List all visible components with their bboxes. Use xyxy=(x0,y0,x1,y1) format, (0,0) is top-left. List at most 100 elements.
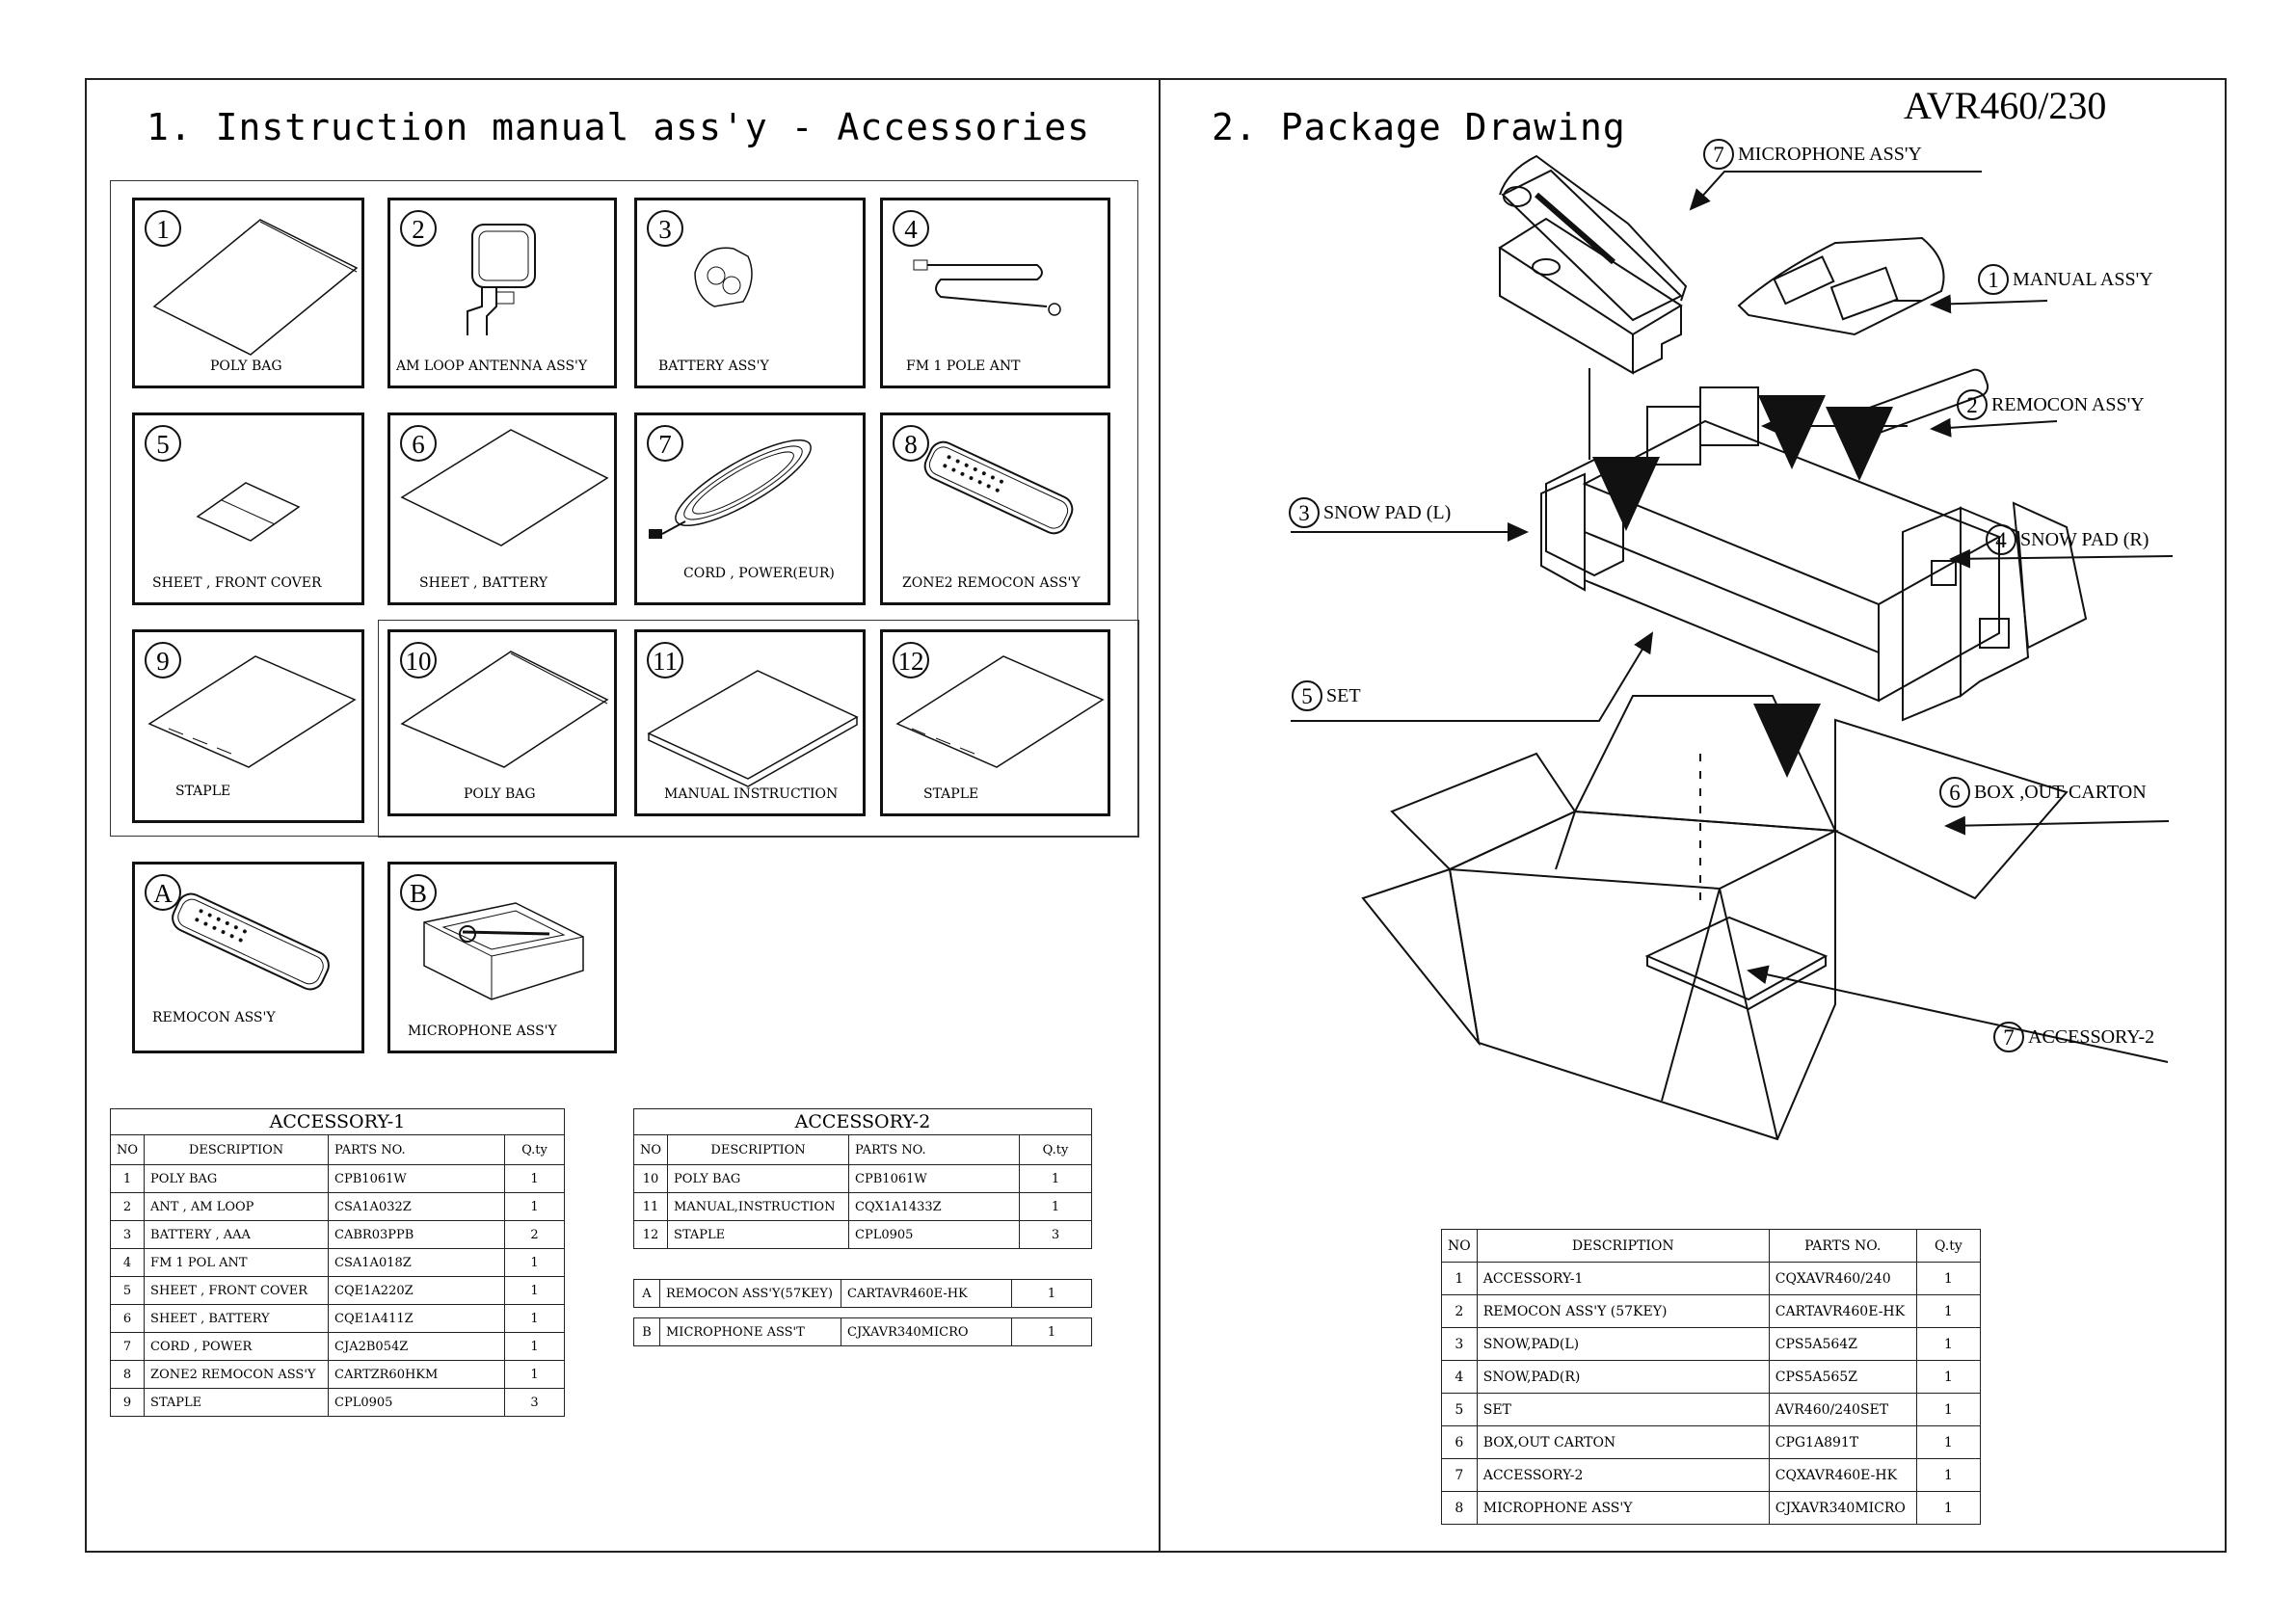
section1-title: 1. Instruction manual ass'y - Accessorie… xyxy=(147,106,1090,148)
col-header: NO xyxy=(1441,1229,1478,1263)
item-number: A xyxy=(145,874,181,911)
table-cell: 1 xyxy=(504,1192,565,1221)
col-header: PARTS NO. xyxy=(328,1134,506,1165)
table-cell: SHEET , BATTERY xyxy=(144,1304,330,1333)
table-cell: B xyxy=(633,1317,660,1346)
callout-number: 7 xyxy=(1993,1022,2024,1052)
section2-title: 2. Package Drawing xyxy=(1212,106,1626,148)
item-label: STAPLE xyxy=(923,786,979,802)
table-cell: CSA1A032Z xyxy=(328,1192,506,1221)
table-cell: CPB1061W xyxy=(328,1164,506,1193)
item-label: AM LOOP ANTENNA ASS'Y xyxy=(396,359,588,374)
package-exploded-drawing xyxy=(1291,154,2174,1141)
item-label: REMOCON ASS'Y xyxy=(152,1010,276,1025)
table-cell: CQX1A1433Z xyxy=(848,1192,1021,1221)
table-cell: CORD , POWER xyxy=(144,1332,330,1361)
item-number: 3 xyxy=(647,210,683,247)
item-number: 8 xyxy=(893,425,929,462)
table-cell: ZONE2 REMOCON ASS'Y xyxy=(144,1360,330,1389)
table-cell: CPS5A564Z xyxy=(1768,1327,1917,1361)
table-cell: 3 xyxy=(109,1220,146,1249)
table-cell: SNOW,PAD(L) xyxy=(1476,1327,1770,1361)
table-title: ACCESSORY-2 xyxy=(633,1108,1092,1135)
table-cell: BATTERY , AAA xyxy=(144,1220,330,1249)
table-cell: 1 xyxy=(1011,1279,1092,1308)
item-label: SHEET , FRONT COVER xyxy=(152,575,322,591)
table-cell: CJXAVR340MICRO xyxy=(1768,1491,1917,1525)
table-cell: 5 xyxy=(1441,1393,1478,1426)
table-cell: CPB1061W xyxy=(848,1164,1021,1193)
table-cell: 5 xyxy=(109,1276,146,1305)
item-label: MICROPHONE ASS'Y xyxy=(408,1024,557,1039)
callout-number: 1 xyxy=(1978,264,2009,295)
table-cell: 1 xyxy=(1441,1262,1478,1295)
col-header: DESCRIPTION xyxy=(667,1134,850,1165)
accessory-2-table: ACCESSORY-2 NO DESCRIPTION PARTS NO. Q.t… xyxy=(632,1108,1092,1249)
cell-sheet-front-cover: 5 SHEET , FRONT COVER xyxy=(132,412,364,605)
table-cell: 1 xyxy=(1915,1294,1982,1328)
callout-number: 2 xyxy=(1957,389,1988,420)
item-number: 9 xyxy=(145,642,181,678)
item-label: SHEET , BATTERY xyxy=(419,575,548,591)
table-cell: 1 xyxy=(504,1164,565,1193)
table-cell: CJA2B054Z xyxy=(328,1332,506,1361)
table-cell: CQXAVR460E-HK xyxy=(1768,1458,1917,1492)
table-cell: CPS5A565Z xyxy=(1768,1360,1917,1394)
table-cell: 7 xyxy=(109,1332,146,1361)
table-cell: BOX,OUT CARTON xyxy=(1476,1425,1770,1459)
cell-manual-instruction: 11 MANUAL INSTRUCTION xyxy=(634,629,866,816)
table-cell: 12 xyxy=(632,1220,669,1249)
callout-number: 5 xyxy=(1292,680,1322,711)
cell-am-loop-antenna: 2 AM LOOP ANTENNA ASS'Y xyxy=(387,198,617,388)
col-header: PARTS NO. xyxy=(1768,1229,1917,1263)
cell-fm-pole-ant: 4 FM 1 POLE ANT xyxy=(880,198,1110,388)
item-number: 5 xyxy=(145,425,181,462)
cell-zone2-remocon: 8 ZONE2 REMOCON ASS'Y xyxy=(880,412,1110,605)
table-cell: 4 xyxy=(1441,1360,1478,1394)
callout-label: SET xyxy=(1326,684,1361,706)
table-cell: CPG1A891T xyxy=(1768,1425,1917,1459)
table-cell: ANT , AM LOOP xyxy=(144,1192,330,1221)
cell-battery: 3 BATTERY ASS'Y xyxy=(634,198,866,388)
table-cell: FM 1 POL ANT xyxy=(144,1248,330,1277)
col-header: Q.ty xyxy=(1915,1229,1982,1263)
cell-remocon: A REMOCON ASS'Y xyxy=(132,862,364,1053)
table-cell: CABR03PPB xyxy=(328,1220,506,1249)
table-cell: 1 xyxy=(504,1332,565,1361)
page-divider xyxy=(1159,78,1161,1553)
callout-label: MICROPHONE ASS'Y xyxy=(1738,143,1922,165)
table-cell: 11 xyxy=(632,1192,669,1221)
cell-sheet-battery: 6 SHEET , BATTERY xyxy=(387,412,617,605)
cell-staple-1: 9 STAPLE xyxy=(132,629,364,823)
item-label: CORD , POWER(EUR) xyxy=(683,566,835,581)
table-cell: 8 xyxy=(109,1360,146,1389)
table-cell: 3 xyxy=(504,1388,565,1417)
table-cell: 4 xyxy=(109,1248,146,1277)
col-header: PARTS NO. xyxy=(848,1134,1021,1165)
table-cell: 1 xyxy=(1915,1491,1982,1525)
table-cell: REMOCON ASS'Y(57KEY) xyxy=(659,1279,841,1308)
table-cell: CJXAVR340MICRO xyxy=(841,1317,1012,1346)
cell-poly-bag-2: 10 POLY BAG xyxy=(387,629,617,816)
table-cell: ACCESSORY-2 xyxy=(1476,1458,1770,1492)
accessory-2-group xyxy=(378,620,1139,838)
table-cell: 1 xyxy=(1915,1360,1982,1394)
col-header: NO xyxy=(109,1134,146,1165)
